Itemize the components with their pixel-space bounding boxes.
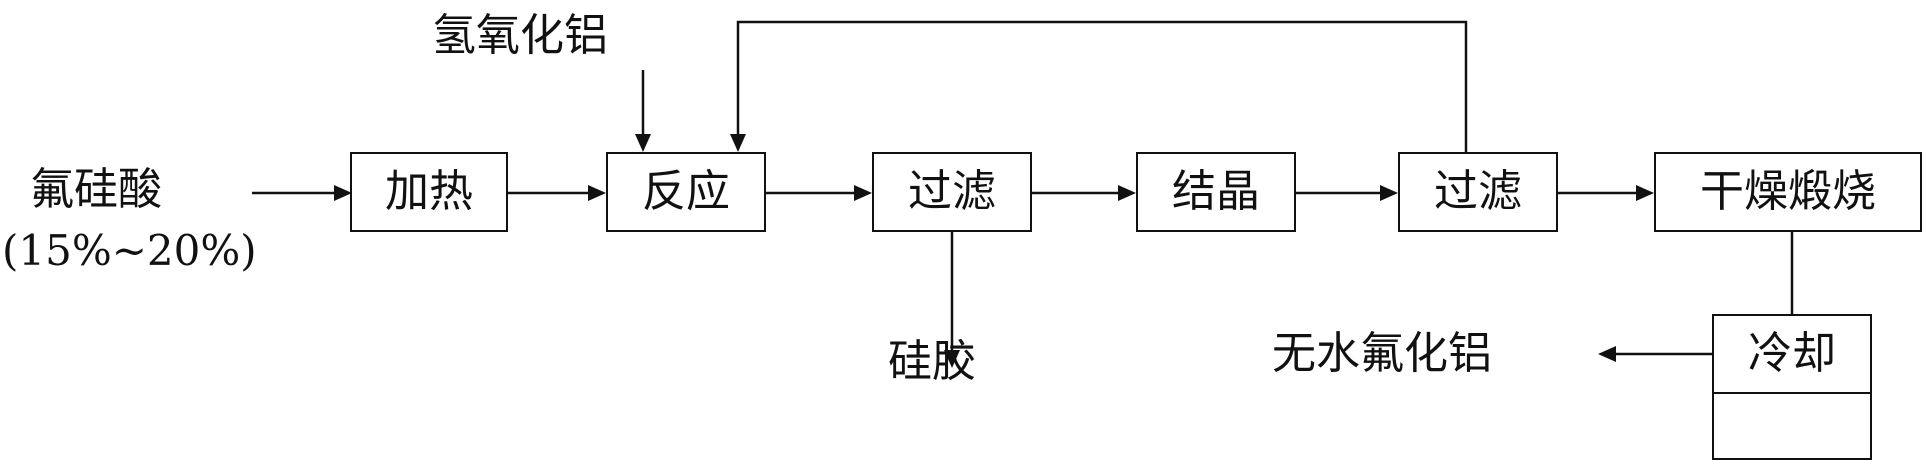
step-dry-calcine-box: 干燥煅烧	[1654, 152, 1922, 232]
arrowhead-filter1-to-silica-gel	[944, 350, 960, 368]
step-crystallize-box: 结晶	[1136, 152, 1296, 232]
arrowhead-acid-to-heat	[334, 185, 352, 201]
arrowhead-crystallize-to-filter2	[1380, 185, 1398, 201]
arrowhead-filter1-to-crystallize	[1118, 185, 1136, 201]
step-react-box: 反应	[606, 152, 766, 232]
arrowhead-filter2-to-dry-calcine	[1636, 185, 1654, 201]
arrowhead-heat-to-react	[588, 185, 606, 201]
step-filter2-box: 过滤	[1398, 152, 1558, 232]
arrow-recycle-filter2-to-react	[736, 20, 1468, 152]
input-fluorosilicic-acid: 氟硅酸	[30, 164, 162, 215]
process-flow-diagram: 氟硅酸 (15%~20%) 氢氧化铝 加热 反应 过滤 结晶 过滤 干燥煅烧 冷…	[2, 10, 1922, 460]
step-filter1-box: 过滤	[872, 152, 1032, 232]
output-anhydrous-aluminum-fluoride: 无水氟化铝	[1272, 328, 1492, 379]
arrowhead-react-to-filter1	[854, 185, 872, 201]
arrowhead-cool-to-product	[1598, 346, 1616, 362]
output-silica-gel: 硅胶	[888, 336, 976, 387]
step-cool-box: 冷却	[1712, 314, 1872, 394]
step-heat-box: 加热	[350, 152, 508, 232]
input-concentration: (15%~20%)	[2, 226, 257, 275]
arrowhead-recycle-to-react	[730, 134, 746, 152]
flow-connectors	[252, 20, 1800, 380]
input-aluminum-hydroxide: 氢氧化铝	[432, 10, 608, 61]
arrowhead-aloh3-to-react	[635, 134, 651, 152]
